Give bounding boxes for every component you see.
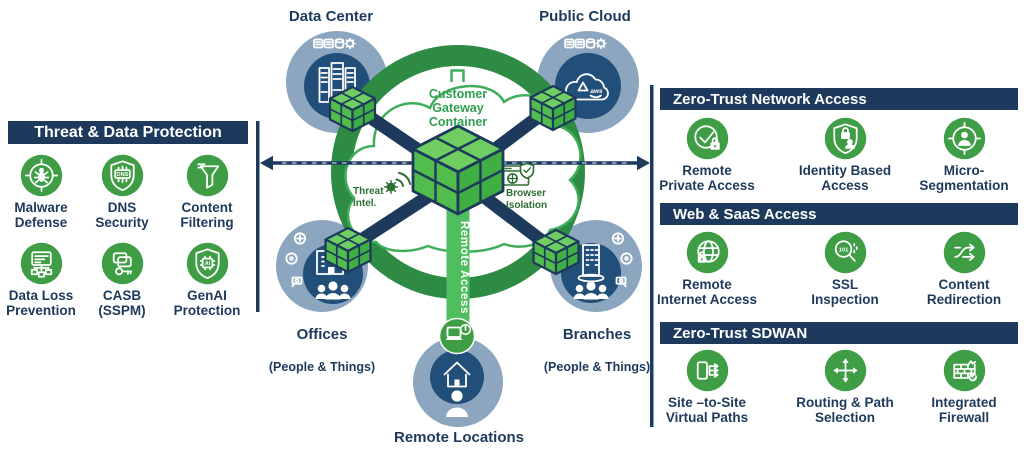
virtual-paths-icon: [686, 349, 728, 392]
person-icon: [446, 390, 468, 417]
right-item-identity-based-access: Identity Based Access: [783, 117, 907, 193]
bug-crosshair-icon: [20, 154, 62, 197]
ai-shield-icon: AI: [186, 242, 228, 285]
offices-label: Offices (People & Things): [252, 309, 392, 391]
dns-shield-icon: DNS: [101, 154, 143, 197]
customer-gateway-label: Customer Gateway Container: [428, 87, 488, 129]
item-label: Remote Private Access: [659, 163, 755, 194]
item-label: Routing & Path Selection: [796, 395, 894, 426]
house-icon: [443, 361, 471, 388]
item-label: DNS Security: [95, 200, 149, 231]
item-label: Micro- Segmentation: [919, 163, 1009, 194]
person-crosshair-icon: [943, 117, 985, 160]
dns-icon-text: DNS: [116, 172, 128, 178]
left-item-genai-protection: AI GenAI Protection: [157, 242, 257, 318]
item-label: Malware Defense: [14, 200, 68, 231]
identity-shield-icon: [824, 117, 866, 160]
public-cloud-label: Public Cloud: [539, 8, 631, 25]
left-item-malware-defense: Malware Defense: [0, 154, 91, 230]
threat-data-protection-header: Threat & Data Protection: [8, 121, 248, 144]
left-panel-bar: [256, 121, 260, 312]
magnifier-code-icon: 101: [824, 231, 866, 274]
data-flow-icon: [20, 242, 62, 285]
iot-device-icons: [285, 232, 307, 288]
globe-lock-icon: [686, 231, 728, 274]
branches-label: Branches (People & Things): [527, 309, 667, 391]
browser-isolation-label: Browser Isolation: [506, 188, 548, 211]
left-item-data-loss-prevention: Data Loss Prevention: [0, 242, 91, 318]
item-label: Identity Based Access: [798, 163, 892, 194]
item-label: Content Redirection: [926, 277, 1002, 308]
right-item-site-to-site-virtual-paths: Site –to-Site Virtual Paths: [645, 349, 769, 425]
remote-locations-label: Remote Locations: [393, 429, 525, 446]
right-item-remote-private-access: Remote Private Access: [645, 117, 769, 193]
customer-gateway-cube-icon: [411, 124, 505, 216]
right-panel-bar: [650, 85, 654, 427]
left-item-dns-security: DNS DNS Security: [72, 154, 172, 230]
offices-label-sub: (People & Things): [268, 360, 376, 374]
item-label: CASB (SSPM): [98, 288, 146, 319]
split-arrows-icon: [943, 231, 985, 274]
binary-icon-text: 101: [838, 248, 849, 254]
remote-access-label: Remote Access: [458, 221, 470, 315]
laptop-icon: [438, 317, 476, 355]
cloud-aws-icon: aws: [565, 73, 609, 101]
firewall-icon: [943, 349, 985, 392]
item-label: SSL Inspection: [811, 277, 879, 308]
right-item-ssl-inspection: 101 SSL Inspection: [783, 231, 907, 307]
offices-label-main: Offices: [296, 326, 348, 343]
left-item-content-filtering: Content Filtering: [157, 154, 257, 230]
people-icon: [315, 281, 351, 300]
data-center-label: Data Center: [288, 8, 374, 25]
zt-sdwan-section-header: Zero-Trust SDWAN: [660, 322, 1018, 344]
item-label: Remote Internet Access: [656, 277, 758, 308]
web-saas-section-header: Web & SaaS Access: [660, 203, 1018, 225]
branches-label-sub: (People & Things): [543, 360, 651, 374]
branch-building-icon: [577, 244, 605, 283]
threat-intel-label: Threat Intel.: [353, 186, 384, 209]
item-label: GenAI Protection: [173, 288, 241, 319]
branches-label-main: Branches: [562, 326, 632, 343]
remote-access-ribbon: [446, 190, 470, 342]
ai-icon-text: AI: [204, 261, 210, 267]
iot-device-icons: [611, 232, 633, 288]
people-icon: [573, 281, 609, 300]
aws-label: aws: [590, 88, 603, 95]
item-label: Integrated Firewall: [931, 395, 997, 426]
item-label: Data Loss Prevention: [6, 288, 76, 319]
right-item-routing-path-selection: Routing & Path Selection: [783, 349, 907, 425]
funnel-icon: [186, 154, 228, 197]
cloud-key-icon: [101, 242, 143, 285]
node-remote-locations: [413, 337, 503, 427]
item-label: Site –to-Site Virtual Paths: [665, 395, 749, 426]
routing-arrows-icon: [824, 349, 866, 392]
threat-intel-icon: [383, 172, 411, 195]
cloud-top-notch: [450, 69, 465, 82]
left-item-casb-sspm: CASB (SSPM): [72, 242, 172, 318]
right-item-micro-segmentation: Micro- Segmentation: [902, 117, 1024, 193]
item-label: Content Filtering: [180, 200, 234, 231]
right-item-content-redirection: Content Redirection: [902, 231, 1024, 307]
right-item-integrated-firewall: Integrated Firewall: [902, 349, 1024, 425]
ztna-section-header: Zero-Trust Network Access: [660, 88, 1018, 110]
browser-isolation-icon: [502, 162, 535, 186]
right-item-remote-internet-access: Remote Internet Access: [645, 231, 769, 307]
check-lock-icon: [686, 117, 728, 160]
